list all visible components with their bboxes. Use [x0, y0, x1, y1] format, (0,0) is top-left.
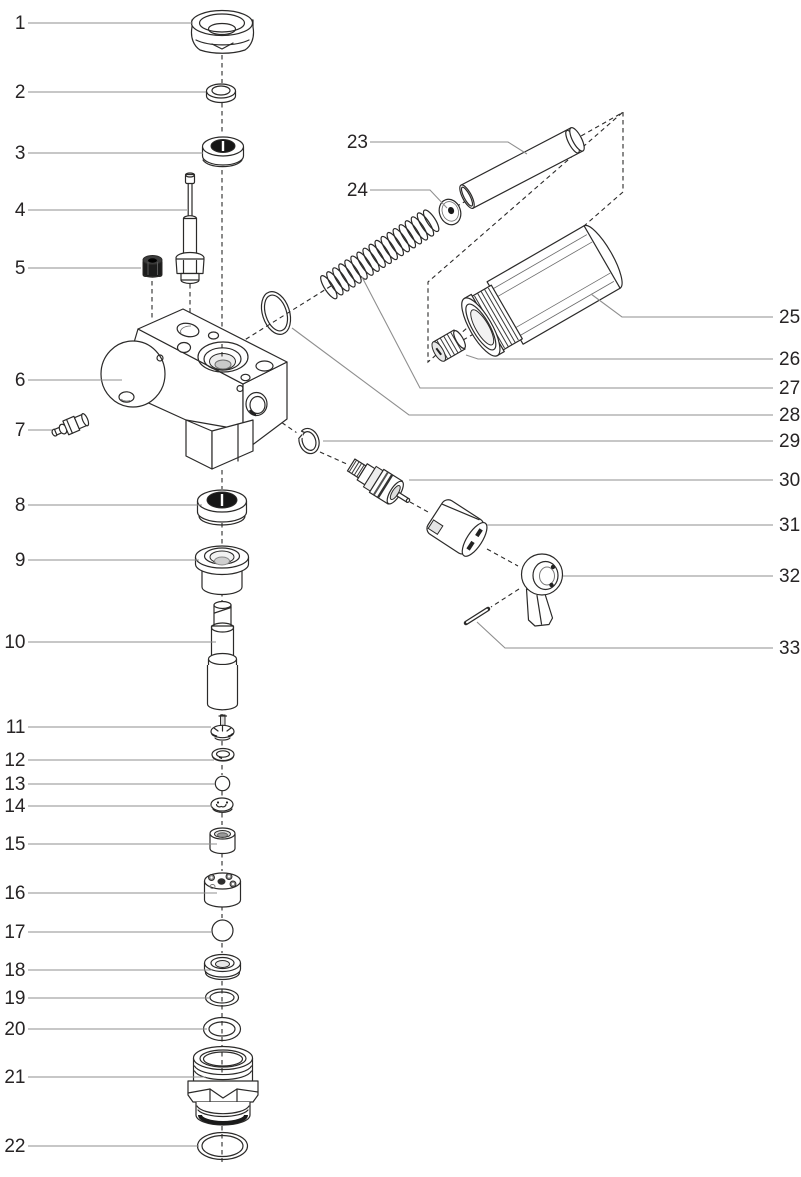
leader-line-27 — [361, 276, 773, 389]
leader-lines — [28, 22, 773, 1147]
callout-label-15: 15 — [4, 834, 25, 855]
leader-line-25 — [590, 293, 773, 318]
part-21-foot-valve-housing — [187, 1045, 259, 1126]
callout-label-1: 1 — [15, 13, 26, 34]
callout-label-24: 24 — [347, 180, 369, 201]
part-10-piston-rod — [206, 600, 239, 711]
leader-line-26 — [465, 354, 773, 360]
callout-label-13: 13 — [4, 774, 25, 795]
part-23-tube — [459, 127, 585, 209]
callout-label-25: 25 — [779, 307, 800, 328]
leader-line-24 — [370, 189, 448, 209]
leader-line-23 — [370, 141, 528, 155]
callout-label-11: 11 — [6, 717, 26, 738]
callout-label-7: 7 — [15, 420, 26, 441]
part-12-washer — [211, 747, 235, 762]
part-18-seat — [203, 953, 242, 981]
callout-label-12: 12 — [4, 750, 25, 771]
kit-boundary-dashed-box — [427, 110, 624, 364]
callout-label-27: 27 — [779, 378, 800, 399]
part-17-ball — [211, 919, 234, 942]
part-2-washer — [205, 83, 237, 104]
part-8-piston-packing — [196, 489, 248, 526]
part-29-retaining-clip — [293, 427, 320, 455]
callout-label-28: 28 — [779, 405, 800, 426]
part-26-plug — [431, 329, 466, 362]
callout-label-18: 18 — [4, 960, 25, 981]
callout-label-29: 29 — [779, 431, 800, 452]
part-33-pin — [463, 606, 491, 626]
callout-label-5: 5 — [15, 258, 26, 279]
callout-label-14: 14 — [4, 796, 26, 817]
callout-label-17: 17 — [4, 922, 25, 943]
callout-label-20: 20 — [4, 1019, 25, 1040]
part-31-valve-cam — [426, 499, 488, 557]
part-15-cage — [209, 827, 236, 855]
callout-label-31: 31 — [779, 515, 800, 536]
leader-line-33 — [476, 621, 773, 649]
part-7-fitting — [51, 413, 90, 437]
callout-labels: 1 2 3 4 5 6 7 8 9 10 11 12 13 14 15 16 1… — [4, 13, 800, 1157]
part-16-seat-housing — [203, 872, 242, 908]
part-30-drain-valve — [346, 458, 411, 505]
part-27-spring — [320, 209, 440, 300]
part-9-seat-bushing — [194, 545, 250, 596]
part-11-valve-retainer — [210, 714, 235, 741]
callout-label-22: 22 — [4, 1136, 25, 1157]
callout-label-2: 2 — [15, 82, 26, 103]
callout-label-32: 32 — [779, 566, 800, 587]
part-13-ball — [214, 775, 231, 792]
part-5-nut — [142, 255, 163, 278]
callout-label-10: 10 — [4, 632, 25, 653]
callout-label-3: 3 — [15, 143, 26, 164]
part-6-pump-block — [100, 308, 288, 470]
leader-line-28 — [291, 327, 773, 416]
callout-label-9: 9 — [15, 550, 26, 571]
part-1-packing-cap-nut — [190, 9, 255, 54]
callout-label-16: 16 — [4, 883, 25, 904]
callout-label-8: 8 — [15, 495, 26, 516]
part-14-seal-washer — [210, 797, 234, 814]
part-28-o-ring — [260, 291, 292, 335]
callout-label-19: 19 — [4, 988, 25, 1009]
callout-label-30: 30 — [779, 470, 800, 491]
callout-label-23: 23 — [347, 132, 368, 153]
part-25-cylinder — [461, 224, 623, 357]
callout-label-6: 6 — [15, 370, 26, 391]
callout-label-4: 4 — [15, 200, 26, 221]
part-3-packing-seal — [201, 136, 245, 168]
callout-label-21: 21 — [4, 1067, 25, 1088]
callout-label-33: 33 — [779, 638, 800, 659]
part-32-handle — [520, 553, 564, 627]
callout-label-26: 26 — [779, 349, 800, 370]
part-4-valve-stem — [175, 172, 205, 285]
